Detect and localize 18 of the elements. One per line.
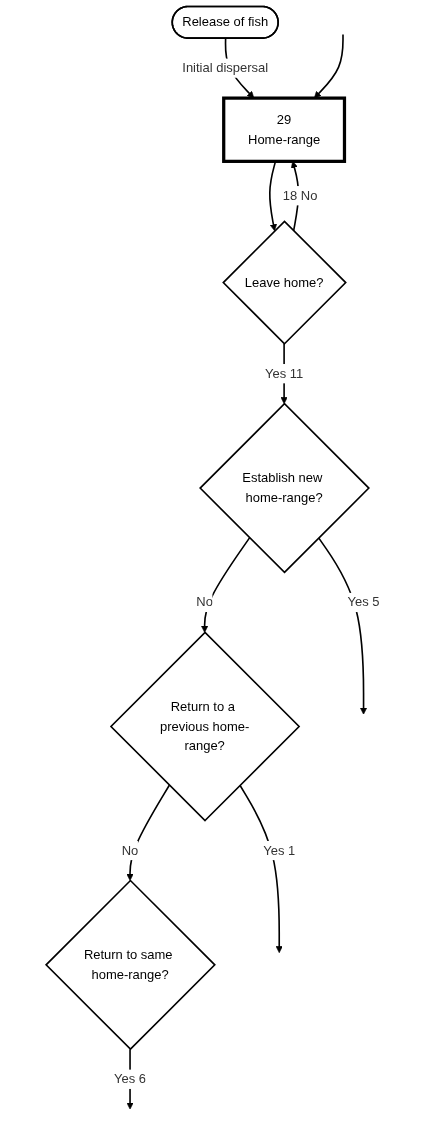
edge-label: Yes 5 [347, 595, 380, 609]
node-diamond: Establish new home-range? [199, 402, 370, 574]
node-diamond: Return to same home-range? [44, 879, 216, 1051]
edge-label: Yes 1 [263, 843, 296, 858]
node-diamond: Leave home? [222, 220, 347, 345]
arrow [314, 33, 344, 99]
edge-label: Initial dispersal [182, 60, 269, 75]
arrow [126, 784, 171, 881]
edge-label: 18 No [282, 188, 318, 203]
node-box: 29 Home-range [222, 96, 347, 163]
edge-label: No [121, 843, 139, 858]
arrow [201, 537, 251, 633]
node-diamond: Return to a previous home-range? [109, 631, 301, 822]
arrow [317, 537, 368, 715]
arrow [239, 784, 283, 953]
edge-label: No [196, 595, 213, 609]
edge-label: Yes 11 [264, 366, 304, 381]
edge-label: Yes 6 [114, 1071, 147, 1086]
